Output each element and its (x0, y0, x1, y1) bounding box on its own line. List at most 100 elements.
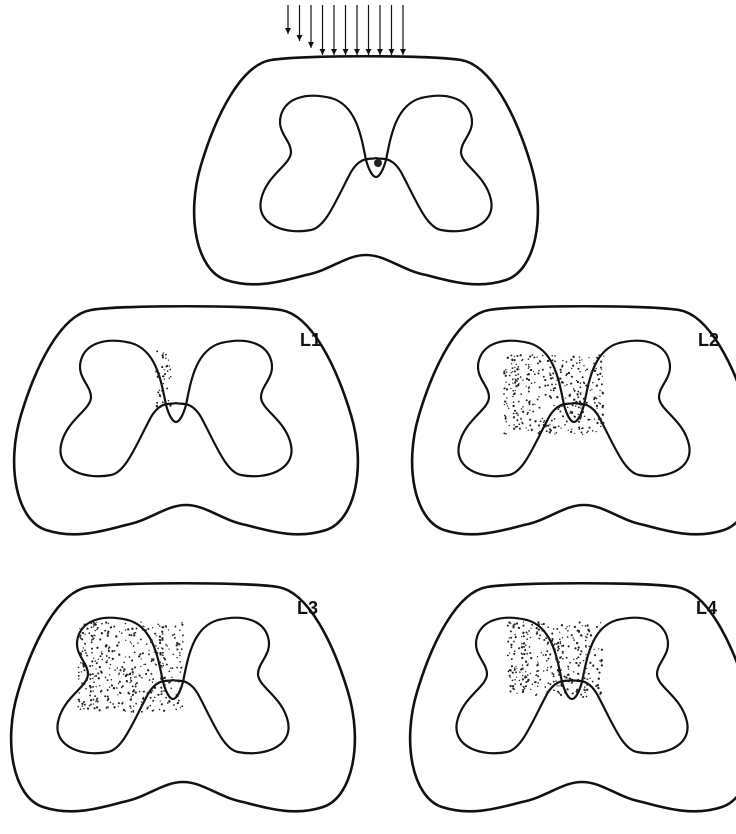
stipple-dot (105, 677, 107, 679)
stipple-dot (99, 638, 101, 640)
stipple-dot (504, 401, 506, 403)
stipple-dot (596, 385, 598, 387)
stipple-dot (528, 358, 530, 360)
stipple-dot (163, 677, 165, 679)
stipple-dot (176, 667, 178, 669)
stipple-dot (521, 657, 523, 659)
stipple-dot (81, 686, 83, 688)
stipple-dot (176, 644, 178, 646)
stipple-dot (153, 648, 155, 650)
stipple-dot (578, 631, 580, 633)
stipple-dot (516, 368, 518, 370)
stipple-dot (164, 684, 166, 686)
stipple-dot (536, 357, 537, 358)
stipple-dot (528, 630, 530, 632)
stipple-dot (119, 669, 121, 671)
stipple-dot (118, 706, 119, 707)
stipple-dot (523, 621, 524, 622)
stipple-dot (520, 376, 522, 378)
stipple-dot (78, 667, 80, 669)
stipple-dot (147, 669, 149, 671)
stipple-dot (564, 424, 566, 426)
stipple-dot (132, 691, 134, 693)
stipple-dot (181, 648, 183, 650)
stipple-dot (530, 369, 532, 371)
stipple-dot (119, 673, 121, 675)
stipple-dot (162, 666, 163, 667)
stipple-dot (117, 694, 118, 695)
stipple-dot (582, 434, 583, 435)
stipple-dot (599, 373, 601, 375)
stipple-dot (154, 633, 156, 635)
stipple-dot (596, 668, 598, 670)
stipple-dot (599, 403, 601, 405)
stipple-dot (580, 694, 582, 696)
stipple-dot (561, 366, 563, 368)
stipple-dot (586, 679, 587, 680)
stipple-dot (588, 630, 590, 632)
stipple-dot (130, 673, 132, 675)
stipple-dot (530, 657, 532, 659)
stipple-dot (565, 628, 567, 630)
stipple-dot (554, 648, 556, 650)
stipple-dot (93, 658, 94, 659)
stipple-dot (160, 676, 161, 677)
stipple-dot (539, 634, 541, 636)
stipple-dot (520, 418, 522, 420)
stipple-dot (177, 643, 178, 644)
stipple-dot (512, 688, 514, 690)
stipple-dot (178, 700, 180, 702)
stipple-dot (131, 628, 133, 630)
stipple-dot (143, 664, 144, 665)
stipple-dot (527, 679, 529, 681)
stipple-dot (79, 628, 80, 629)
stipple-dot (95, 675, 97, 677)
stipple-dot (172, 654, 174, 656)
stipple-dot (96, 622, 97, 623)
stipple-dot (83, 683, 85, 685)
stipple-dot (579, 356, 581, 358)
stipple-dot (99, 709, 101, 711)
stipple-dot (531, 429, 533, 431)
stipple-dot (166, 664, 168, 666)
stipple-dot (577, 381, 579, 383)
stipple-dot (586, 696, 588, 698)
stipple-dot (600, 426, 601, 427)
stipple-dot (549, 683, 551, 685)
stipple-dot (128, 674, 129, 675)
stipple-dot (536, 627, 538, 629)
stipple-dot (578, 646, 580, 648)
stipple-dot (516, 355, 518, 357)
stipple-dot (149, 679, 151, 681)
stipple-dot (568, 668, 570, 670)
stipple-dot (130, 680, 132, 682)
stipple-dot (551, 633, 553, 635)
stipple-dot (161, 626, 163, 628)
stipple-dot (101, 651, 102, 652)
stipple-dot (141, 701, 142, 702)
stipple-dot (512, 367, 514, 369)
stipple-dot (578, 664, 580, 666)
stipple-dot (141, 658, 142, 659)
stipple-dot (182, 641, 184, 643)
stipple-dot (580, 650, 582, 652)
stipple-dot (571, 634, 573, 636)
stipple-dot (596, 405, 598, 407)
stipple-dot (93, 707, 95, 709)
stipple-dot (150, 673, 152, 675)
stipple-dot (537, 682, 539, 684)
stipple-dot (594, 638, 596, 640)
stipple-dot (132, 685, 134, 687)
stipple-dot (578, 414, 579, 415)
stipple-dot (135, 676, 137, 678)
stipple-dot (507, 405, 508, 406)
stipple-dot (156, 664, 157, 665)
stipple-dot (82, 650, 84, 652)
stipple-dot (134, 651, 136, 653)
stipple-dot (550, 389, 552, 391)
stipple-dot (573, 639, 575, 641)
stipple-dot (113, 626, 115, 628)
stipple-dot (583, 672, 585, 674)
stipple-dot (81, 671, 82, 672)
stipple-dot (157, 391, 159, 393)
